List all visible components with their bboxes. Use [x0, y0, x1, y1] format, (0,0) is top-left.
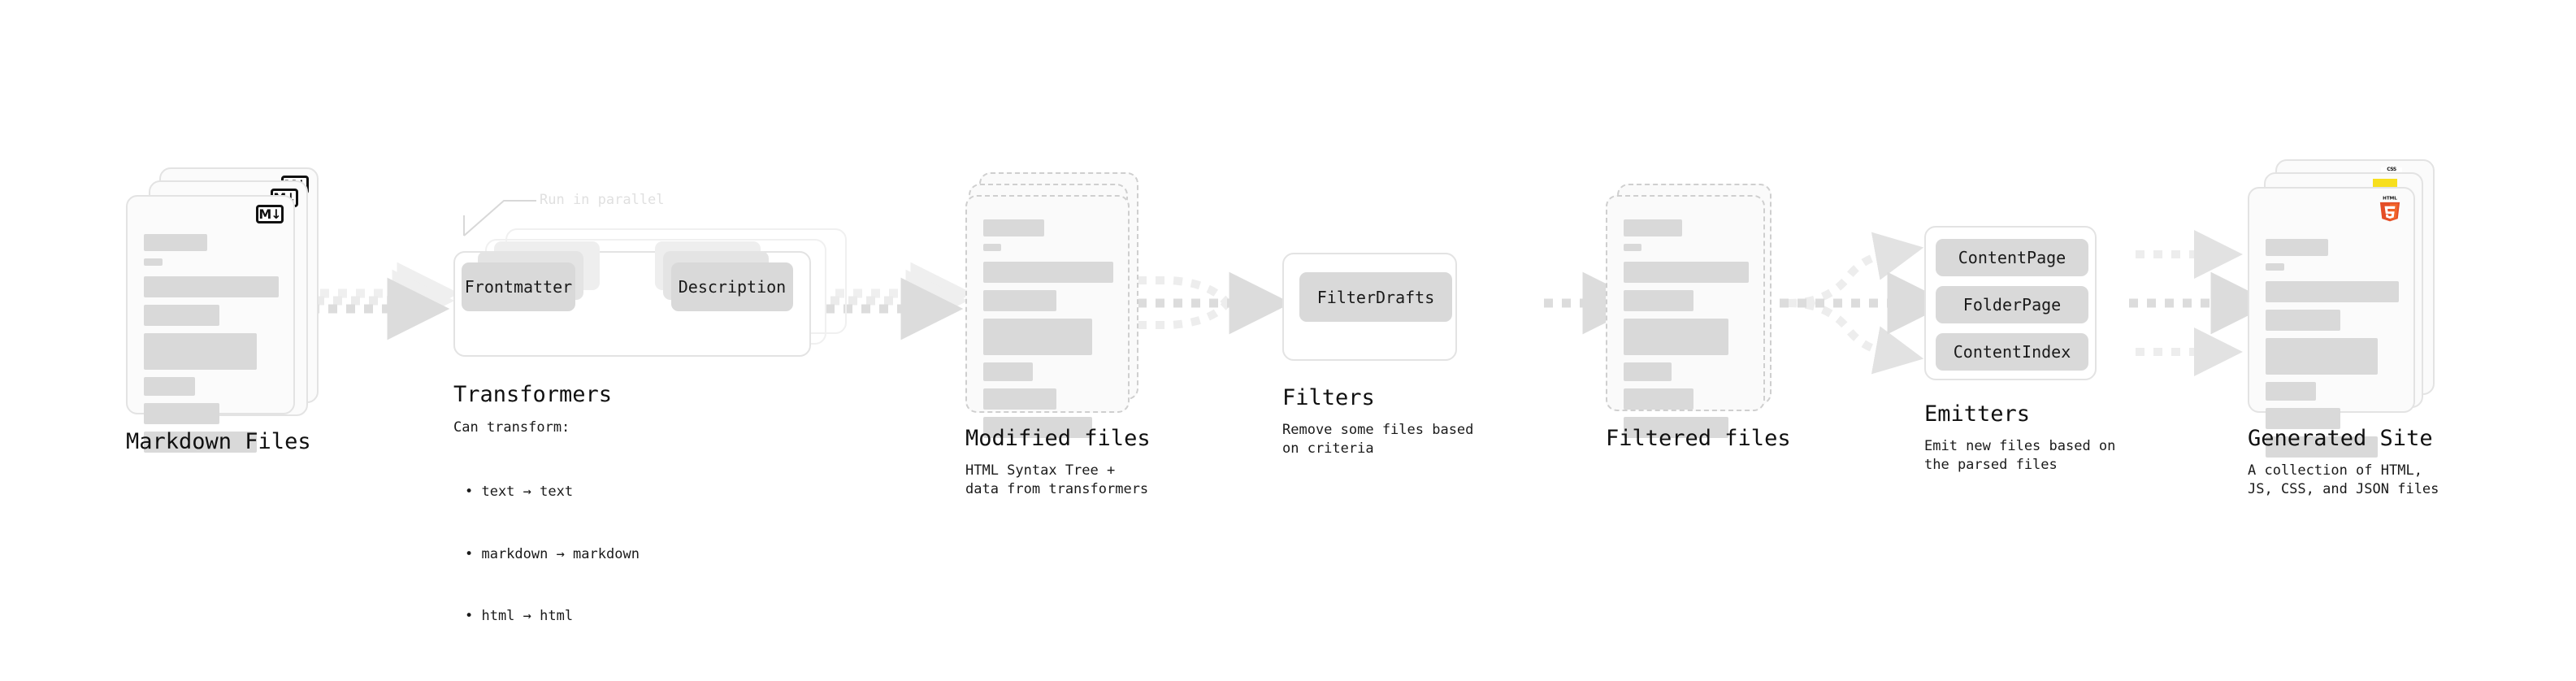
arrow-markdown-to-transformers [310, 262, 460, 340]
chip-filterdrafts[interactable]: FilterDrafts [1299, 272, 1452, 322]
stage-title-filtered-files: Filtered files [1606, 426, 1791, 451]
arrow-filtered-to-emitters [1780, 232, 1950, 375]
bullet-text-to-text: • text → text [465, 484, 574, 500]
stage-title-modified-files: Modified files [965, 426, 1151, 451]
chip-folderpage[interactable]: FolderPage [1936, 286, 2088, 323]
generated-site-caption: A collection of HTML, JS, CSS, and JSON … [2248, 462, 2439, 497]
arrow-modified-to-filters [1138, 271, 1292, 335]
transformer-box-front: Frontmatter Description [453, 241, 811, 357]
stage-title-generated-site: Generated Site [2248, 426, 2433, 451]
site-card-front: HTML [2248, 187, 2415, 458]
run-in-parallel-label: Run in parallel [540, 192, 665, 208]
document-skeleton [144, 234, 279, 453]
bullet-html-to-html: • html → html [465, 608, 574, 624]
emitters-caption: Emit new files based on the parsed files [1924, 438, 2116, 473]
modified-files-caption: HTML Syntax Tree + data from transformer… [965, 462, 1149, 497]
emitters-box: ContentPage FolderPage ContentIndex [1924, 226, 2097, 380]
stage-title-filters: Filters [1282, 385, 1375, 410]
site-skeleton [2266, 239, 2399, 458]
arrow-emitters-to-site [2129, 230, 2274, 376]
chip-frontmatter[interactable]: Frontmatter [462, 262, 575, 311]
chip-description[interactable]: Description [671, 262, 793, 311]
stage-title-transformers: Transformers [453, 382, 613, 407]
filters-caption: Remove some files based on criteria [1282, 422, 1474, 457]
document-card-front: M↓ [126, 195, 295, 453]
transformers-caption-lead: Can transform: [453, 419, 570, 436]
filters-box: FilterDrafts [1282, 253, 1457, 361]
stage-title-emitters: Emitters [1924, 401, 2031, 427]
stage-title-markdown-files: Markdown Files [126, 429, 311, 454]
modified-card-front [965, 195, 1130, 438]
markdown-badge: M↓ [256, 205, 284, 223]
chip-contentpage[interactable]: ContentPage [1936, 239, 2088, 276]
svg-text:HTML: HTML [2383, 197, 2397, 202]
transformers-bullet-list: • text → text • markdown → markdown • ht… [465, 440, 640, 669]
html5-badge: HTML [2378, 195, 2402, 223]
html5-logo-icon: HTML [2379, 197, 2400, 222]
chip-contentindex[interactable]: ContentIndex [1936, 333, 2088, 371]
filtered-skeleton [1624, 219, 1749, 438]
filtered-card-front [1606, 195, 1765, 438]
modified-skeleton [983, 219, 1113, 438]
bullet-markdown-to-markdown: • markdown → markdown [465, 545, 640, 562]
